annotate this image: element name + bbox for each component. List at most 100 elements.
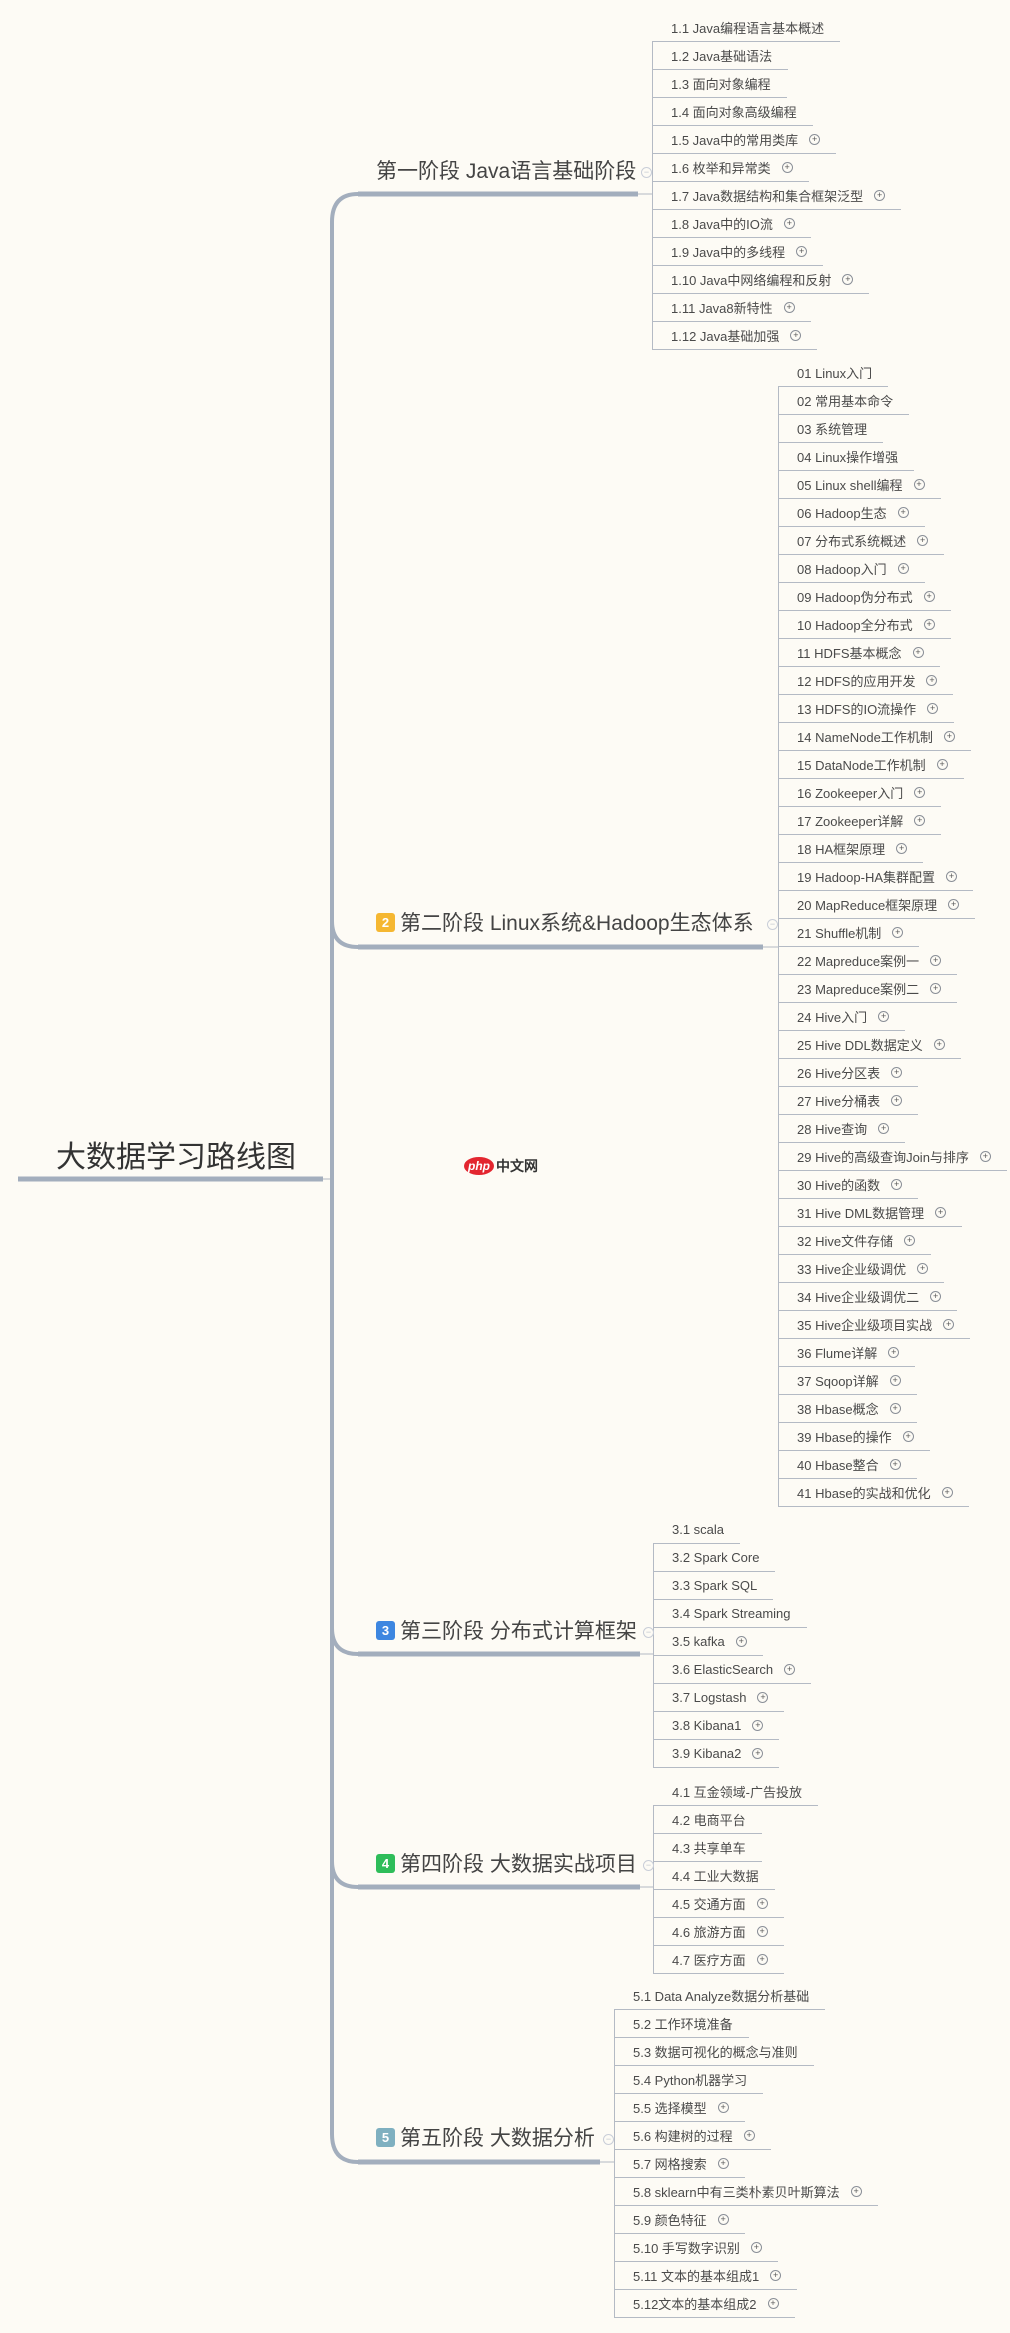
subtopic-item[interactable]: 11 HDFS基本概念+ xyxy=(778,639,940,667)
expand-plus-icon[interactable]: + xyxy=(796,246,808,257)
subtopic-item[interactable]: 09 Hadoop伪分布式+ xyxy=(778,583,951,611)
expand-plus-icon[interactable]: + xyxy=(878,1123,890,1134)
subtopic-item[interactable]: 22 Mapreduce案例一+ xyxy=(778,947,958,975)
expand-plus-icon[interactable]: + xyxy=(756,1926,768,1937)
subtopic-item[interactable]: 36 Flume详解+ xyxy=(778,1339,916,1367)
collapse-icon[interactable]: − xyxy=(641,167,652,178)
subtopic-item[interactable]: 1.11 Java8新特性+ xyxy=(652,294,811,322)
subtopic-item[interactable]: 5.8 sklearn中有三类朴素贝叶斯算法+ xyxy=(614,2178,878,2206)
expand-plus-icon[interactable]: + xyxy=(850,2186,862,2197)
subtopic-item[interactable]: 3.8 Kibana1+ xyxy=(653,1712,780,1740)
subtopic-item[interactable]: 31 Hive DML数据管理+ xyxy=(778,1199,963,1227)
subtopic-item[interactable]: 3.6 ElasticSearch+ xyxy=(653,1656,812,1684)
subtopic-item[interactable]: 32 Hive文件存储+ xyxy=(778,1227,932,1255)
subtopic-item[interactable]: 33 Hive企业级调优+ xyxy=(778,1255,945,1283)
subtopic-item[interactable]: 1.10 Java中网络编程和反射+ xyxy=(652,266,870,294)
subtopic-item[interactable]: 3.9 Kibana2+ xyxy=(653,1740,780,1768)
subtopic-item[interactable]: 27 Hive分桶表+ xyxy=(778,1087,919,1115)
subtopic-item[interactable]: 39 Hbase的操作+ xyxy=(778,1423,930,1451)
subtopic-item[interactable]: 26 Hive分区表+ xyxy=(778,1059,919,1087)
expand-plus-icon[interactable]: + xyxy=(936,759,948,770)
subtopic-item[interactable]: 4.6 旅游方面+ xyxy=(653,1918,784,1946)
expand-plus-icon[interactable]: + xyxy=(946,871,957,882)
expand-plus-icon[interactable]: + xyxy=(914,787,926,798)
subtopic-item[interactable]: 14 NameNode工作机制+ xyxy=(778,723,971,751)
expand-plus-icon[interactable]: + xyxy=(912,647,924,658)
subtopic-item[interactable]: 4.3 共享单车 xyxy=(653,1834,762,1862)
expand-plus-icon[interactable]: + xyxy=(767,2298,779,2309)
subtopic-item[interactable]: 3.1 scala xyxy=(653,1516,741,1544)
subtopic-item[interactable]: 34 Hive企业级调优二+ xyxy=(778,1283,958,1311)
subtopic-item[interactable]: 5.7 网格搜索+ xyxy=(614,2150,745,2178)
expand-plus-icon[interactable]: + xyxy=(926,675,938,686)
expand-plus-icon[interactable]: + xyxy=(902,1431,914,1442)
subtopic-item[interactable]: 3.3 Spark SQL xyxy=(653,1572,774,1600)
root-topic[interactable]: 大数据学习路线图 xyxy=(56,1141,296,1174)
subtopic-item[interactable]: 1.1 Java编程语言基本概述 xyxy=(652,14,841,42)
subtopic-item[interactable]: 05 Linux shell编程+ xyxy=(778,471,941,499)
subtopic-item[interactable]: 1.6 枚举和异常类+ xyxy=(652,154,809,182)
subtopic-item[interactable]: 3.2 Spark Core xyxy=(653,1544,776,1572)
expand-plus-icon[interactable]: + xyxy=(874,190,886,201)
subtopic-item[interactable]: 1.12 Java基础加强+ xyxy=(652,322,818,350)
expand-plus-icon[interactable]: + xyxy=(770,2270,782,2281)
expand-plus-icon[interactable]: + xyxy=(927,703,939,714)
subtopic-item[interactable]: 21 Shuffle机制+ xyxy=(778,919,920,947)
expand-plus-icon[interactable]: + xyxy=(943,1319,955,1330)
subtopic-item[interactable]: 08 Hadoop入门+ xyxy=(778,555,925,583)
collapse-icon[interactable]: − xyxy=(767,919,778,930)
expand-plus-icon[interactable]: + xyxy=(743,2130,755,2141)
expand-plus-icon[interactable]: + xyxy=(923,591,935,602)
expand-plus-icon[interactable]: + xyxy=(783,302,795,313)
subtopic-item[interactable]: 4.4 工业大数据 xyxy=(653,1862,775,1890)
subtopic-item[interactable]: 5.9 颜色特征+ xyxy=(614,2206,745,2234)
expand-plus-icon[interactable]: + xyxy=(896,843,908,854)
subtopic-item[interactable]: 35 Hive企业级项目实战+ xyxy=(778,1311,971,1339)
collapse-icon[interactable]: − xyxy=(603,2134,614,2145)
subtopic-item[interactable]: 23 Mapreduce案例二+ xyxy=(778,975,958,1003)
expand-plus-icon[interactable]: + xyxy=(917,1263,929,1274)
subtopic-item[interactable]: 5.11 文本的基本组成1+ xyxy=(614,2262,798,2290)
expand-plus-icon[interactable]: + xyxy=(892,927,904,938)
subtopic-item[interactable]: 25 Hive DDL数据定义+ xyxy=(778,1031,961,1059)
expand-plus-icon[interactable]: + xyxy=(930,983,942,994)
subtopic-item[interactable]: 4.1 互金领域-广告投放 xyxy=(653,1778,819,1806)
expand-plus-icon[interactable]: + xyxy=(943,731,955,742)
expand-plus-icon[interactable]: + xyxy=(752,1748,764,1759)
expand-plus-icon[interactable]: + xyxy=(897,563,909,574)
subtopic-item[interactable]: 5.2 工作环境准备 xyxy=(614,2010,749,2038)
expand-plus-icon[interactable]: + xyxy=(752,1720,764,1731)
collapse-icon[interactable]: − xyxy=(643,1860,654,1871)
subtopic-item[interactable]: 5.6 构建树的过程+ xyxy=(614,2122,771,2150)
expand-plus-icon[interactable]: + xyxy=(750,2242,762,2253)
expand-plus-icon[interactable]: + xyxy=(889,1459,901,1470)
subtopic-item[interactable]: 16 Zookeeper入门+ xyxy=(778,779,942,807)
subtopic-item[interactable]: 3.5 kafka+ xyxy=(653,1628,763,1656)
expand-plus-icon[interactable]: + xyxy=(783,218,795,229)
expand-plus-icon[interactable]: + xyxy=(878,1011,890,1022)
subtopic-item[interactable]: 17 Zookeeper详解+ xyxy=(778,807,942,835)
expand-plus-icon[interactable]: + xyxy=(904,1235,916,1246)
subtopic-item[interactable]: 5.1 Data Analyze数据分析基础 xyxy=(614,1982,826,2010)
subtopic-item[interactable]: 5.10 手写数字识别+ xyxy=(614,2234,778,2262)
subtopic-item[interactable]: 3.4 Spark Streaming xyxy=(653,1600,807,1628)
subtopic-item[interactable]: 5.5 选择模型+ xyxy=(614,2094,745,2122)
subtopic-item[interactable]: 1.4 面向对象高级编程 xyxy=(652,98,813,126)
subtopic-item[interactable]: 06 Hadoop生态+ xyxy=(778,499,925,527)
expand-plus-icon[interactable]: + xyxy=(979,1151,991,1162)
subtopic-item[interactable]: 38 Hbase概念+ xyxy=(778,1395,917,1423)
subtopic-item[interactable]: 07 分布式系统概述+ xyxy=(778,527,945,555)
subtopic-item[interactable]: 1.9 Java中的多线程+ xyxy=(652,238,824,266)
subtopic-item[interactable]: 15 DataNode工作机制+ xyxy=(778,751,964,779)
expand-plus-icon[interactable]: + xyxy=(756,1898,768,1909)
expand-plus-icon[interactable]: + xyxy=(889,1375,901,1386)
subtopic-item[interactable]: 1.3 面向对象编程 xyxy=(652,70,787,98)
subtopic-item[interactable]: 1.2 Java基础语法 xyxy=(652,42,789,70)
expand-plus-icon[interactable]: + xyxy=(784,1664,796,1675)
subtopic-item[interactable]: 4.7 医疗方面+ xyxy=(653,1946,784,1974)
subtopic-item[interactable]: 3.7 Logstash+ xyxy=(653,1684,785,1712)
expand-plus-icon[interactable]: + xyxy=(717,2214,729,2225)
